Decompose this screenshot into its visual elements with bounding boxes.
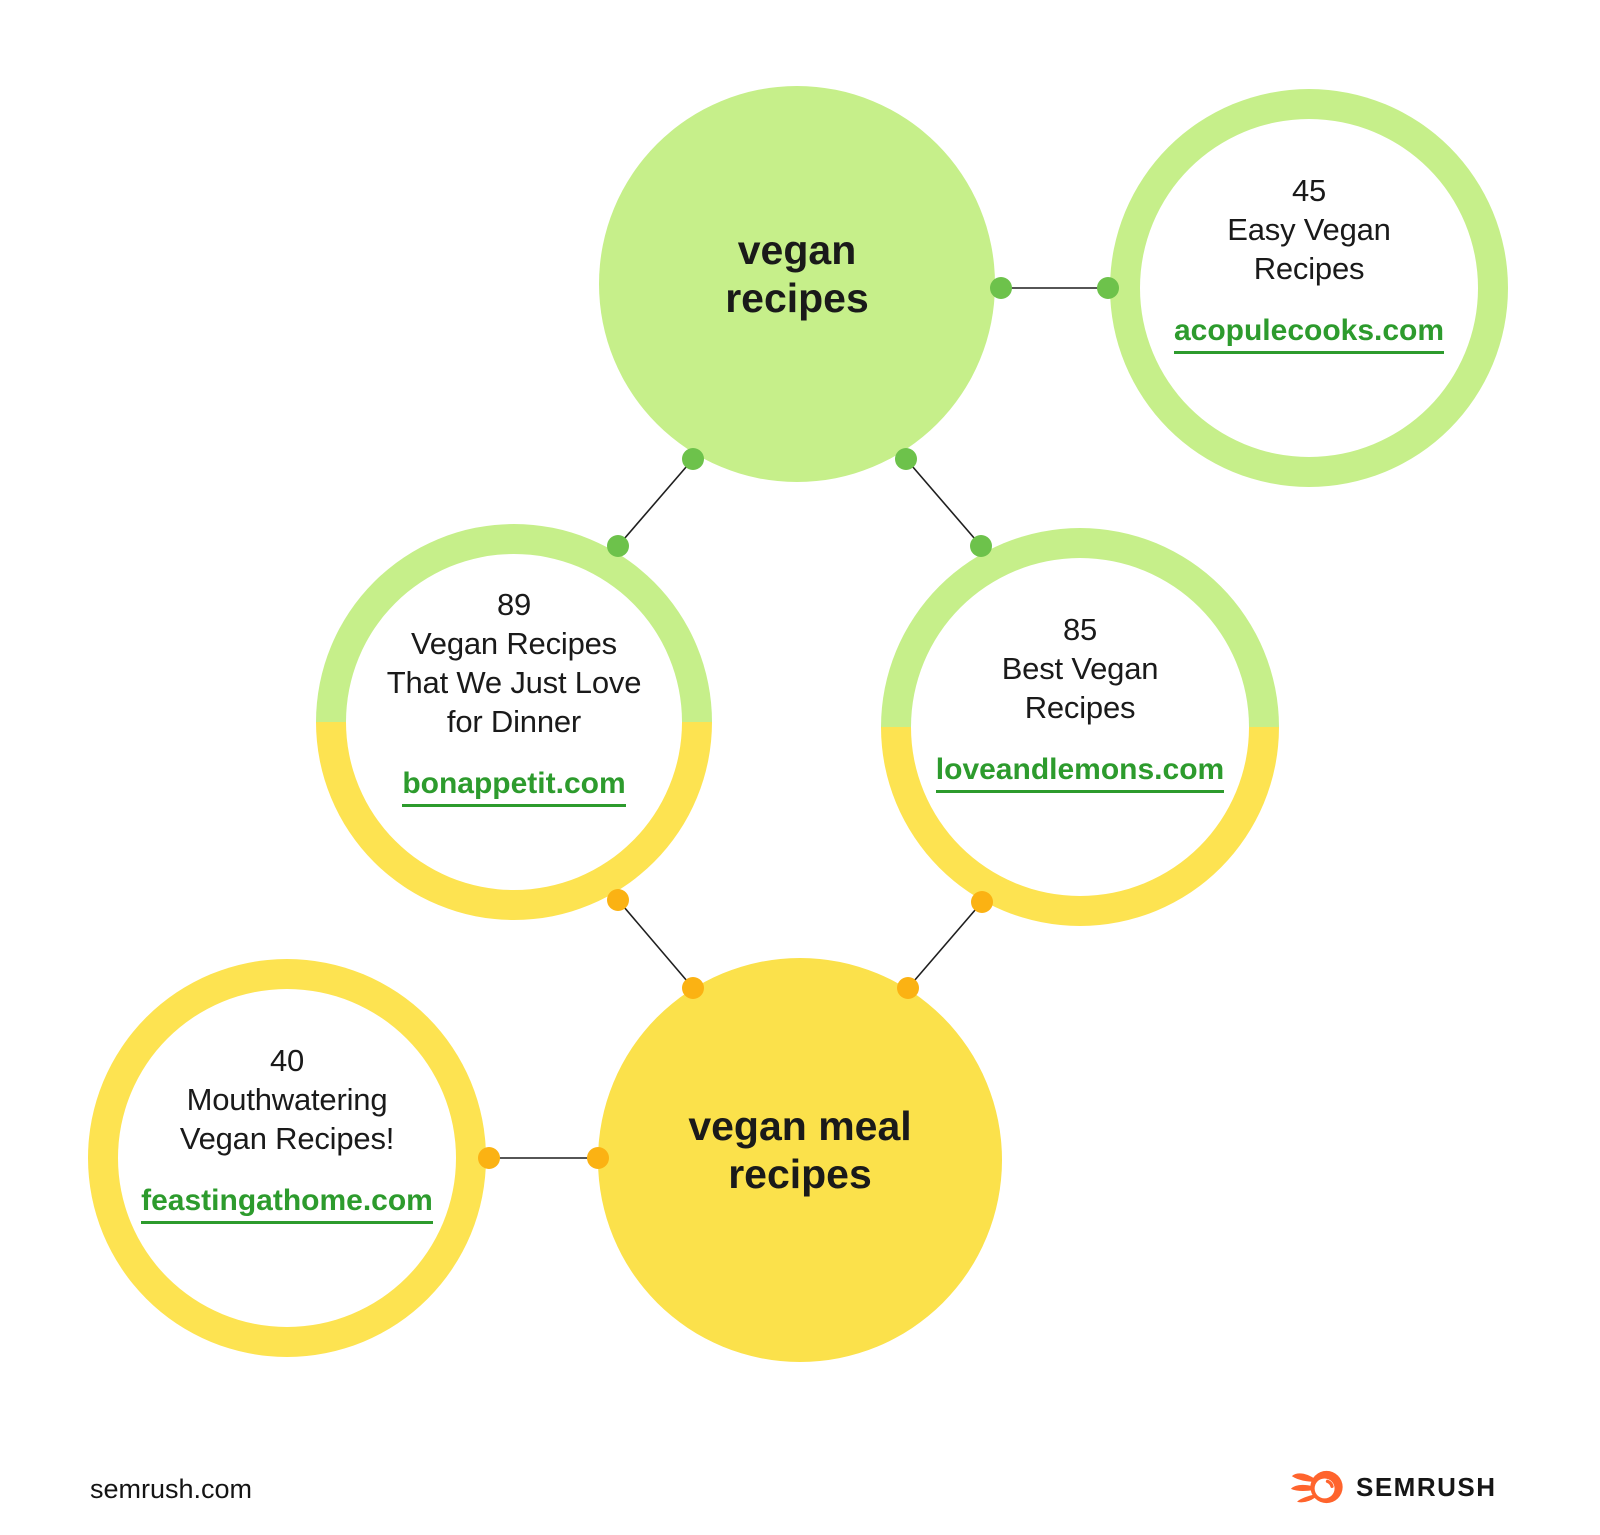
result-count: 85	[1062, 611, 1098, 647]
page-node-inner: 89 Vegan Recipes That We Just Love for D…	[346, 554, 682, 890]
page-title: 40 Mouthwatering Vegan Recipes!	[179, 1041, 395, 1158]
edge-vegan-recipes-loveandlemons	[905, 458, 982, 547]
keyword-node-vegan-recipes: vegan recipes	[599, 86, 995, 482]
connector-dot	[897, 977, 919, 999]
result-count: 45	[1291, 172, 1327, 208]
page-title-line: Mouthwatering	[186, 1081, 388, 1117]
semrush-flame-icon	[1290, 1470, 1343, 1504]
connector-dot	[990, 277, 1012, 299]
keyword-label: vegan meal recipes	[598, 948, 1002, 1352]
connector-dot	[587, 1147, 609, 1169]
connector-dot	[682, 977, 704, 999]
page-title-line: Best Vegan	[1001, 650, 1159, 686]
semrush-wordmark: SEMRUSH	[1356, 1471, 1497, 1502]
page-node-feastingathome: 40 Mouthwatering Vegan Recipes! feasting…	[88, 959, 486, 1357]
page-node-inner: 40 Mouthwatering Vegan Recipes! feasting…	[118, 989, 456, 1327]
page-title: 89 Vegan Recipes That We Just Love for D…	[386, 585, 642, 741]
page-node-inner: 45 Easy Vegan Recipes acopulecooks.com	[1140, 119, 1478, 457]
connector-dot	[478, 1147, 500, 1169]
connector-dot	[895, 448, 917, 470]
connector-dot	[970, 535, 992, 557]
page-node-loveandlemons: 85 Best Vegan Recipes loveandlemons.com	[881, 528, 1279, 926]
page-title: 45 Easy Vegan Recipes	[1227, 171, 1391, 288]
connector-dot	[682, 448, 704, 470]
page-title-line: Easy Vegan	[1227, 211, 1391, 247]
keyword-label-line: recipes	[725, 275, 869, 321]
page-node-acopulecooks: 45 Easy Vegan Recipes acopulecooks.com	[1110, 89, 1508, 487]
page-title: 85 Best Vegan Recipes	[1002, 610, 1159, 727]
semrush-logo: SEMRUSH	[1290, 1468, 1497, 1506]
page-title-line: Vegan Recipes	[411, 626, 617, 661]
keyword-node-vegan-meal-recipes: vegan meal recipes	[598, 958, 1002, 1362]
connector-dot	[607, 889, 629, 911]
page-title-line: That We Just Love	[386, 665, 642, 700]
connector-dot	[607, 535, 629, 557]
page-title-line: for Dinner	[446, 704, 582, 739]
page-node-bonappetit: 89 Vegan Recipes That We Just Love for D…	[316, 524, 712, 920]
page-link-acopulecooks[interactable]: acopulecooks.com	[1173, 314, 1445, 354]
keyword-label-line: vegan	[737, 227, 857, 273]
footer-site-label: semrush.com	[90, 1474, 253, 1504]
edge-vegan-recipes-bonappetit	[617, 458, 694, 547]
page-title-line: Recipes	[1253, 250, 1365, 286]
result-count: 89	[496, 587, 532, 622]
connector-dot	[1097, 277, 1119, 299]
keyword-label: vegan recipes	[599, 76, 995, 472]
result-count: 40	[269, 1042, 305, 1078]
page-link-bonappetit[interactable]: bonappetit.com	[402, 767, 626, 807]
page-title-line: Vegan Recipes!	[179, 1120, 395, 1156]
keyword-label-line: vegan meal	[688, 1103, 912, 1149]
page-link-feastingathome[interactable]: feastingathome.com	[141, 1184, 433, 1224]
keyword-label-line: recipes	[728, 1151, 872, 1197]
connector-dot	[971, 891, 993, 913]
page-node-inner: 85 Best Vegan Recipes loveandlemons.com	[911, 558, 1249, 896]
page-link-loveandlemons[interactable]: loveandlemons.com	[935, 753, 1225, 793]
page-title-line: Recipes	[1024, 689, 1136, 725]
